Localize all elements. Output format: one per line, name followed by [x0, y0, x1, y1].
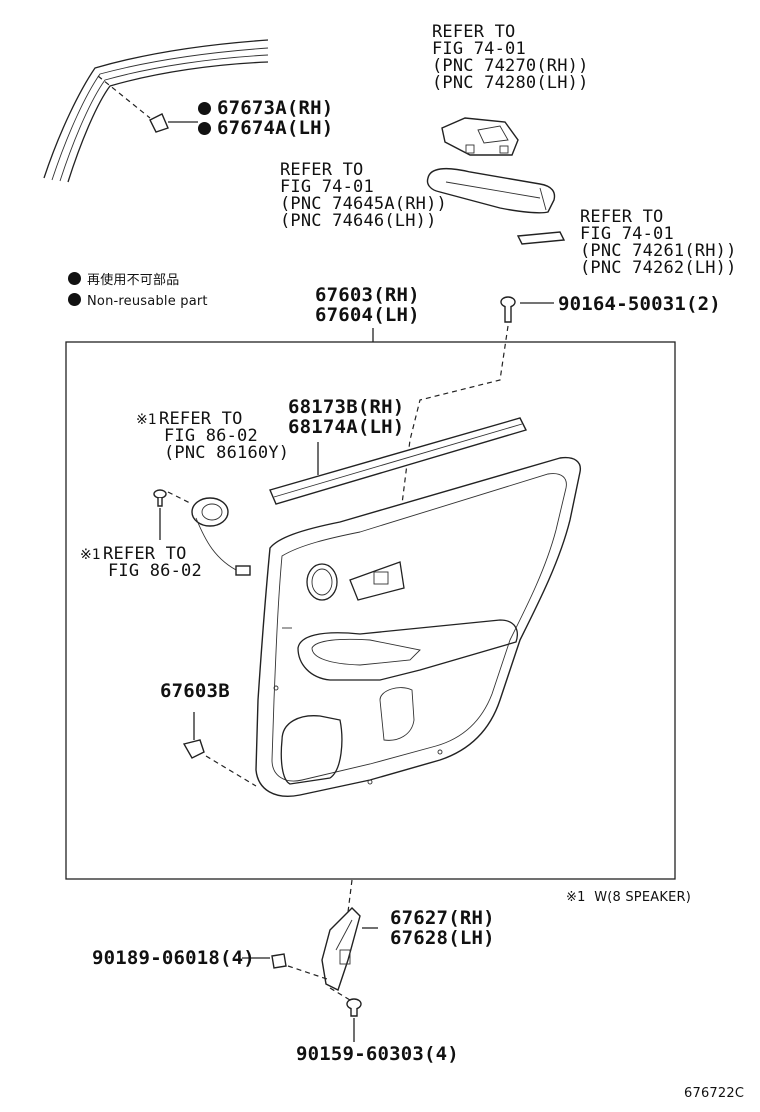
label-pad-ref-2: FIG 74-01 [580, 224, 674, 244]
label-speaker-note: ※1 W(8 SPEAKER) [566, 890, 691, 905]
weatherstrip-part [269, 417, 527, 505]
clip-b-part [182, 712, 205, 759]
label-pad-ref-1: REFER TO [580, 207, 664, 227]
legend-jp: 再使用不可部品 [68, 272, 179, 289]
label-clip-b: 67603B [160, 680, 230, 702]
label-armrest-ref-2: FIG 74-01 [280, 177, 374, 197]
label-pad-ref-4: (PNC 74262(LH)) [580, 258, 737, 278]
label-armrest-ref-1: REFER TO [280, 160, 364, 180]
armrest-pad-part [516, 231, 566, 245]
label-screw-top: 90164-50031(2) [558, 293, 721, 315]
bracket-dash [347, 879, 353, 913]
label-clip-lh: 67674A(LH) [198, 118, 333, 138]
label-switch-ref-2: FIG 74-01 [432, 39, 526, 59]
label-speaker-ref-3: (PNC 86160Y) [164, 443, 290, 463]
label-weatherstrip-rh: 68173B(RH) [288, 396, 405, 418]
legend-en-text: Non-reusable part [87, 294, 208, 309]
window-switch-part [441, 117, 519, 156]
label-switch-ref-1: REFER TO [432, 22, 516, 42]
label-screw-bottom: 90159-60303(4) [296, 1043, 459, 1065]
window-frame-molding [43, 39, 269, 183]
label-switch-ref-3: (PNC 74270(RH)) [432, 56, 589, 76]
label-bracket-rh: 67627(RH) [390, 907, 495, 929]
label-nut: 90189-06018(4) [92, 947, 255, 969]
screw-dash-line [364, 325, 509, 781]
door-trim-panel [255, 456, 582, 797]
screw-bottom-dash [329, 987, 351, 1001]
screw-bottom-part [346, 998, 362, 1017]
legend-dot-icon [68, 272, 81, 285]
armrest-upper-part [426, 167, 556, 214]
clip-b-dash [205, 755, 257, 787]
label-wire-ref-2: FIG 86-02 [108, 561, 202, 581]
screw-top-part [500, 296, 516, 323]
nut-dash [287, 965, 331, 981]
legend-jp-text: 再使用不可部品 [87, 273, 180, 288]
bracket-part [321, 907, 361, 991]
legend-dot-icon [68, 293, 81, 306]
clip-dash-line [97, 75, 151, 119]
label-clip-rh: 67673A(RH) [198, 98, 333, 118]
speaker-screw-dash [167, 491, 193, 505]
label-pad-ref-3: (PNC 74261(RH)) [580, 241, 737, 261]
legend-en: Non-reusable part [68, 293, 208, 309]
non-reusable-dot-icon [198, 122, 211, 135]
label-armrest-ref-4: (PNC 74646(LH)) [280, 211, 437, 231]
label-switch-ref-4: (PNC 74280(LH)) [432, 73, 589, 93]
label-speaker-ref-2: FIG 86-02 [164, 426, 258, 446]
figure-id: 676722C [684, 1086, 745, 1101]
panel-frame-box [65, 341, 676, 880]
non-reusable-dot-icon [198, 102, 211, 115]
label-panel-lh: 67604(LH) [315, 304, 420, 326]
nut-part [271, 953, 287, 969]
speaker-screw-part [153, 489, 167, 507]
speaker-part [191, 497, 251, 576]
label-panel-rh: 67603(RH) [315, 284, 420, 306]
label-weatherstrip-lh: 68174A(LH) [288, 416, 405, 438]
label-bracket-lh: 67628(LH) [390, 927, 495, 949]
molding-clip [149, 113, 169, 133]
label-armrest-ref-3: (PNC 74645A(RH)) [280, 194, 447, 214]
